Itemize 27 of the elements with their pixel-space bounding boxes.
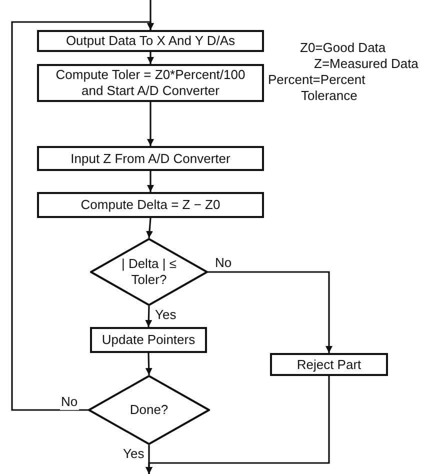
process-box xyxy=(37,192,264,218)
arrow xyxy=(208,271,332,353)
node-text: | Delta | ≤ Toler? xyxy=(121,256,177,288)
arrow xyxy=(147,102,154,146)
process-box xyxy=(90,327,207,353)
edge-label: No xyxy=(60,394,79,410)
arrow xyxy=(146,376,330,474)
process-box xyxy=(37,30,264,52)
arrow xyxy=(145,352,152,376)
definition-text: Z=Measured Data xyxy=(314,56,418,72)
arrow xyxy=(146,218,154,238)
node-text: Input Z From A/D Converter xyxy=(70,150,230,166)
node-text: Done? xyxy=(130,402,168,418)
definition-text: Percent=Percent Tolerance xyxy=(268,72,366,104)
node-text: Compute Delta = Z − Z0 xyxy=(80,197,220,213)
node-text: Update Pointers xyxy=(102,332,196,348)
process-box xyxy=(37,146,264,171)
arrow xyxy=(147,52,154,64)
arrow xyxy=(145,306,152,328)
definition-text: Z0=Good Data xyxy=(300,40,386,56)
process-box xyxy=(270,353,388,376)
arrow xyxy=(147,171,154,192)
process-box xyxy=(37,64,264,102)
node-text: Reject Part xyxy=(296,356,362,372)
node-text: Output Data To X And Y D/As xyxy=(66,33,236,49)
node-text: Compute Toler = Z0*Percent/100 and Start A/D Converter xyxy=(54,67,246,99)
arrow xyxy=(11,21,154,411)
